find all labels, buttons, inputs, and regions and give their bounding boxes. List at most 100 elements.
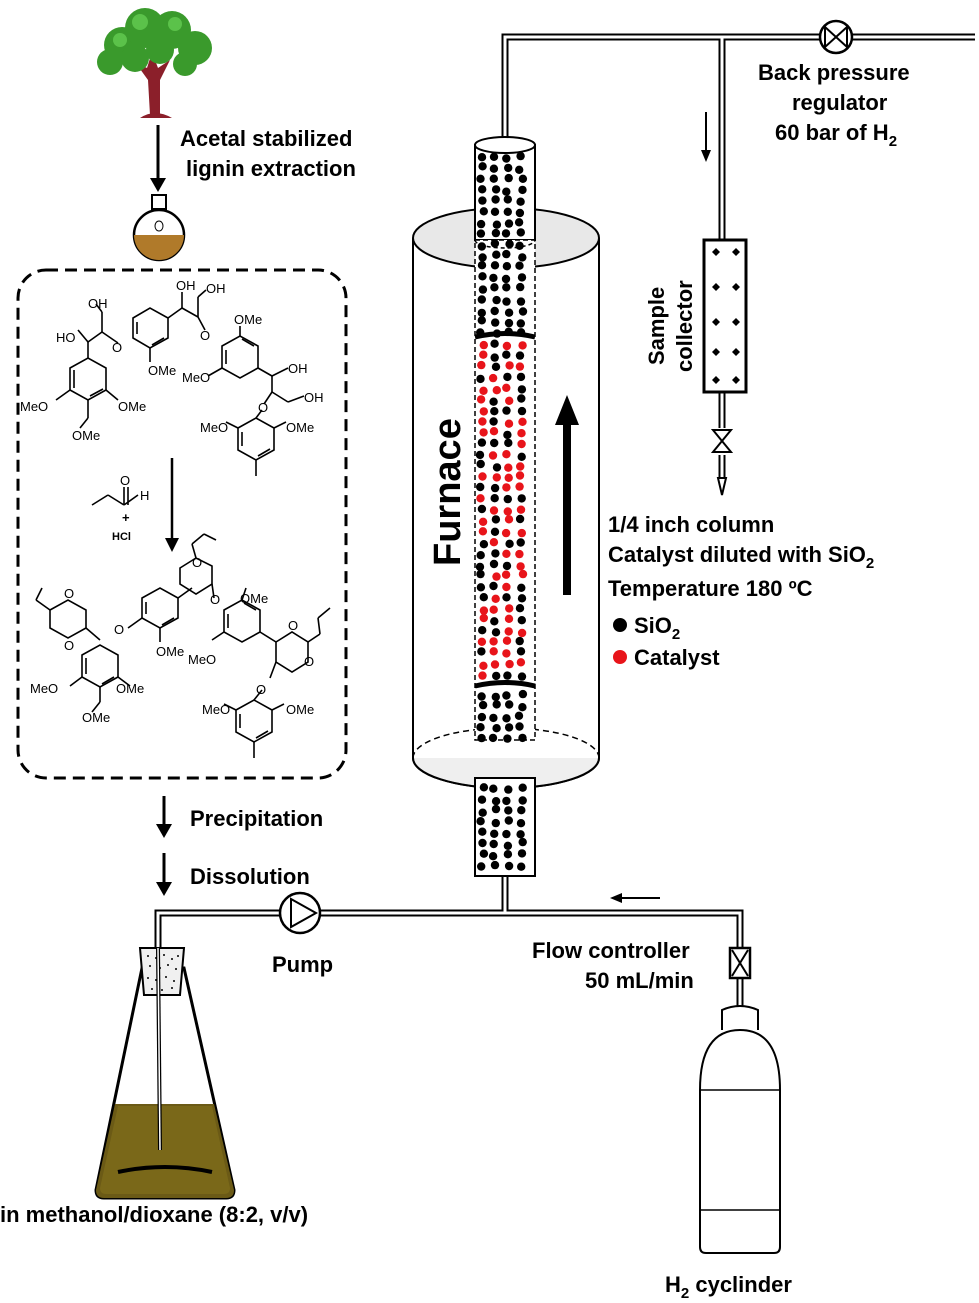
- bpr-label-1: Back pressure: [758, 60, 910, 85]
- chem-ome: OMe: [82, 710, 110, 725]
- catalyst-particle: [516, 505, 526, 514]
- sio2-particle: [514, 218, 524, 227]
- sio2-particle: [492, 463, 502, 472]
- catalyst-particle: [515, 482, 524, 491]
- sio2-particle: [489, 273, 498, 283]
- catalyst-particle: [504, 463, 513, 472]
- sio2-particle: [476, 569, 485, 579]
- catalyst-particle: [502, 549, 511, 558]
- chem-ome: OMe: [234, 312, 262, 327]
- sio2-particle: [476, 482, 485, 492]
- legend: SiO2 Catalyst: [613, 613, 720, 670]
- chem-o: O: [64, 638, 74, 653]
- sio2-particle: [515, 604, 525, 613]
- chem-ome: OMe: [286, 420, 314, 435]
- catalyst-particle: [479, 340, 488, 350]
- sio2-particle: [476, 459, 485, 469]
- sio2-particle: [503, 671, 512, 680]
- chem-oh: OH: [176, 278, 196, 293]
- chem-meo: MeO: [202, 702, 230, 717]
- sio2-particle: [504, 806, 513, 815]
- sio2-particle: [504, 308, 514, 317]
- sio2-particle: [502, 406, 511, 415]
- sio2-particle: [490, 306, 499, 316]
- sio2-particle: [479, 593, 488, 602]
- sio2-particle: [491, 318, 500, 327]
- sio2-particle: [503, 195, 512, 204]
- sio2-particle: [491, 228, 501, 238]
- sio2-particle: [491, 818, 500, 828]
- sio2-particle: [488, 733, 498, 743]
- bpr-label-2: regulator: [792, 90, 888, 115]
- flow-down-arrow-icon: [701, 150, 711, 162]
- chem-o: O: [288, 618, 298, 633]
- sio2-particle: [518, 253, 527, 262]
- chem-ome: OMe: [240, 591, 268, 606]
- sio2-particle: [490, 239, 500, 248]
- tree-icon: [97, 8, 212, 118]
- catalyst-particle: [505, 361, 514, 370]
- sio2-particle: [518, 783, 527, 792]
- catalyst-particle: [502, 341, 512, 351]
- sio2-particle: [503, 372, 512, 382]
- catalyst-particle: [489, 427, 499, 436]
- chem-hcl: HCl: [112, 531, 131, 543]
- catalyst-particle: [504, 473, 513, 482]
- sio2-particle: [490, 283, 499, 292]
- catalyst-particle: [491, 594, 500, 603]
- sio2-particle: [492, 250, 501, 259]
- catalyst-particle: [492, 572, 501, 581]
- sio2-particle: [502, 154, 511, 163]
- sio2-particle: [502, 796, 511, 806]
- catalyst-particle: [518, 569, 528, 579]
- sio2-particle: [479, 783, 489, 792]
- catalyst-particle: [503, 507, 512, 516]
- catalyst-particle: [515, 362, 525, 371]
- sample-collector-icon: [702, 238, 748, 496]
- sio2-particle: [476, 219, 486, 229]
- catalyst-particle: [516, 462, 525, 471]
- sio2-particle: [479, 540, 489, 549]
- chem-o: O: [192, 555, 202, 570]
- sio2-particle: [502, 593, 511, 602]
- sio2-particle: [491, 797, 501, 806]
- catalyst-particle: [477, 360, 486, 370]
- catalyst-particle: [478, 517, 488, 526]
- h2-cylinder-icon: [699, 1005, 781, 1254]
- catalyst-particle: [517, 429, 526, 438]
- catalyst-particle: [516, 562, 525, 571]
- down-arrow-icon: [150, 178, 166, 192]
- sio2-particle: [490, 438, 499, 448]
- chem-o: O: [210, 592, 220, 607]
- sio2-particle: [505, 700, 514, 709]
- catalyst-particle: [505, 396, 514, 405]
- catalyst-particle: [479, 661, 488, 670]
- propanal-structure: [91, 487, 139, 506]
- sio2-particle: [502, 297, 511, 306]
- sio2-particle: [517, 672, 527, 681]
- catalyst-particle: [504, 515, 514, 524]
- sio2-particle: [490, 207, 500, 216]
- sio2-particle: [516, 647, 526, 656]
- sio2-particle: [516, 372, 526, 382]
- chem-o: O: [64, 586, 74, 601]
- sio2-particle: [490, 860, 500, 870]
- catalyst-particle: [490, 660, 500, 669]
- sio2-particle: [477, 261, 487, 270]
- sio2-particle: [517, 806, 526, 815]
- sio2-particle: [489, 713, 498, 723]
- chem-o: O: [114, 622, 124, 637]
- sio2-particle: [477, 504, 487, 514]
- catalyst-particle: [502, 383, 511, 392]
- sio2-particle: [489, 784, 498, 793]
- sio2-particle: [490, 829, 499, 838]
- solvent-label: in methanol/dioxane (8:2, v/v): [0, 1202, 308, 1227]
- sio2-particle: [503, 841, 513, 850]
- catalyst-particle: [479, 613, 488, 623]
- sio2-particle: [491, 362, 501, 371]
- sio2-particle: [476, 551, 485, 560]
- sio2-particle: [490, 339, 499, 348]
- sio2-particle: [492, 671, 501, 681]
- sio2-particle: [502, 249, 511, 259]
